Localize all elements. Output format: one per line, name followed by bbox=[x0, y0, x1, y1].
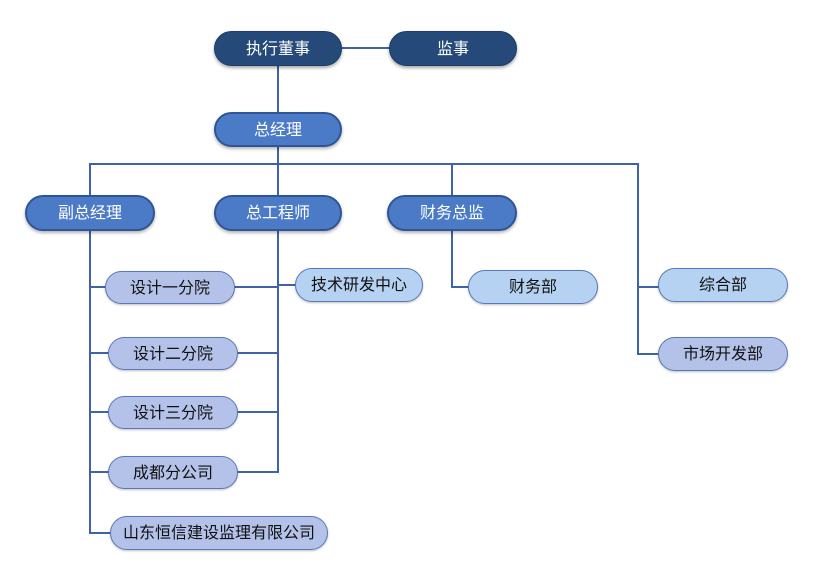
node-design-branch-1: 设计一分院 bbox=[105, 271, 235, 304]
node-market-development-dept: 市场开发部 bbox=[658, 337, 788, 371]
node-label: 设计三分院 bbox=[132, 402, 213, 422]
node-label: 综合部 bbox=[698, 275, 747, 294]
node-executive-director: 执行董事 bbox=[214, 31, 342, 66]
node-label: 财务总监 bbox=[419, 203, 484, 222]
node-label: 设计二分院 bbox=[132, 343, 213, 363]
node-label: 财务部 bbox=[508, 277, 557, 296]
node-label: 总经理 bbox=[253, 119, 302, 139]
node-design-branch-3: 设计三分院 bbox=[108, 396, 238, 429]
node-finance-dept: 财务部 bbox=[468, 270, 598, 304]
node-design-branch-2: 设计二分院 bbox=[108, 337, 238, 370]
node-label: 执行董事 bbox=[245, 38, 310, 58]
node-deputy-general-manager: 副总经理 bbox=[25, 195, 155, 231]
node-label: 技术研发中心 bbox=[310, 275, 407, 294]
node-label: 设计一分院 bbox=[129, 277, 210, 297]
node-shandong-supervision: 山东恒信建设监理有限公司 bbox=[110, 516, 328, 550]
node-label: 总工程师 bbox=[245, 203, 310, 222]
node-chief-engineer: 总工程师 bbox=[214, 195, 342, 231]
node-tech-rd-center: 技术研发中心 bbox=[295, 268, 423, 302]
node-finance-director: 财务总监 bbox=[387, 195, 517, 231]
node-label: 监事 bbox=[436, 38, 469, 58]
node-general-affairs-dept: 综合部 bbox=[658, 268, 788, 302]
node-label: 市场开发部 bbox=[682, 344, 763, 363]
node-label: 成都分公司 bbox=[132, 462, 213, 482]
node-chengdu-branch: 成都分公司 bbox=[108, 456, 238, 489]
node-label: 副总经理 bbox=[57, 203, 122, 222]
node-general-manager: 总经理 bbox=[214, 112, 342, 147]
node-supervisor: 监事 bbox=[389, 31, 517, 66]
node-label: 山东恒信建设监理有限公司 bbox=[122, 523, 315, 542]
